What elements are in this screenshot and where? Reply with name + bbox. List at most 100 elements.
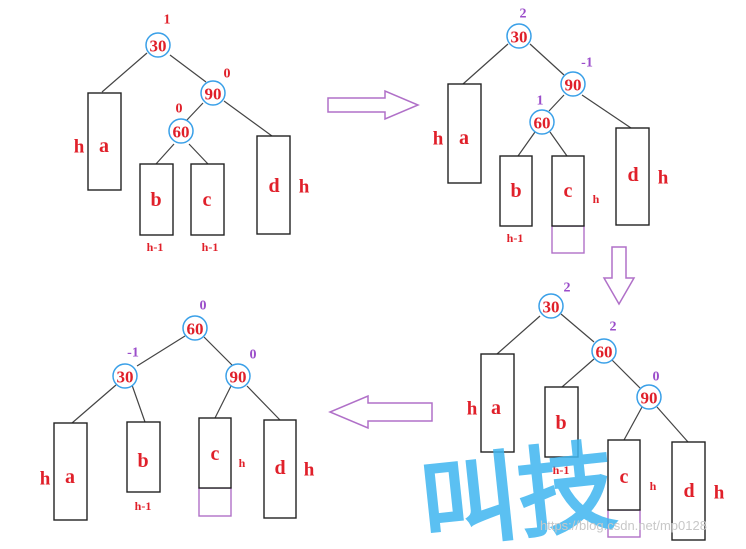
subtree-label: a — [65, 466, 75, 488]
subtree-label: b — [150, 189, 161, 211]
subtree-a — [87, 92, 122, 191]
node-key: 60 — [187, 320, 204, 339]
tree-4: a h b h-1 c h d h 60 0 30 -1 90 0 — [40, 299, 315, 521]
node-key: 30 — [150, 37, 167, 56]
balance-factor: 0 — [224, 67, 231, 82]
node-90 — [225, 363, 251, 389]
subtree-b — [544, 386, 579, 458]
edge — [131, 384, 146, 423]
edge — [223, 100, 273, 137]
node-key: 60 — [534, 114, 551, 133]
height-label: h — [239, 456, 246, 470]
node-30 — [538, 293, 564, 319]
edge — [214, 385, 232, 419]
tree-1: a h b h-1 c h-1 d h 30 1 90 0 60 0 — [74, 13, 310, 255]
edge — [549, 131, 568, 157]
node-90 — [200, 80, 226, 106]
edge — [462, 43, 509, 85]
node-30 — [112, 363, 138, 389]
edge — [246, 385, 281, 421]
height-label: h — [658, 168, 669, 189]
subtree-a — [53, 422, 88, 521]
node-key: 30 — [511, 28, 528, 47]
balance-factor: 0 — [176, 102, 183, 117]
subtree-label: c — [203, 189, 212, 211]
subtree-d — [671, 441, 706, 541]
height-label: h — [714, 483, 725, 504]
watermark: 叫技 https://blog.csdn.net/mp0128 — [415, 430, 707, 549]
subtree-b — [499, 155, 533, 227]
balance-factor: 2 — [564, 281, 571, 296]
edge — [101, 52, 148, 93]
edge — [611, 359, 642, 390]
subtree-label: d — [268, 175, 279, 197]
tree-3: a h b h-1 c h d h 30 2 60 2 90 0 — [467, 281, 725, 541]
subtree-label: c — [211, 443, 220, 465]
arrow-left — [328, 394, 433, 430]
balance-factor: 0 — [250, 348, 257, 363]
height-label: h-1 — [553, 463, 570, 477]
height-label: h — [593, 192, 600, 206]
subtree-c — [198, 417, 232, 489]
edge — [561, 358, 595, 388]
edge — [623, 406, 643, 441]
subtree-label: a — [491, 397, 501, 419]
edge — [496, 315, 541, 355]
subtree-label: b — [510, 180, 521, 202]
node-60 — [591, 338, 617, 364]
height-label: h-1 — [147, 240, 164, 254]
balance-factor: -1 — [127, 346, 139, 361]
subtree-label: a — [99, 135, 109, 157]
added-level — [551, 225, 585, 254]
height-label: h — [74, 137, 85, 158]
node-60 — [168, 118, 194, 144]
arrow-right — [327, 89, 420, 121]
edge — [656, 406, 689, 443]
subtree-b — [139, 163, 174, 236]
edge — [169, 54, 207, 83]
subtree-label: c — [564, 180, 573, 202]
arrow-down — [602, 246, 636, 306]
subtree-label: b — [555, 412, 566, 434]
subtree-c — [190, 163, 225, 236]
added-level — [198, 487, 232, 517]
height-label: h-1 — [135, 499, 152, 513]
subtree-label: a — [459, 127, 469, 149]
node-key: 90 — [565, 76, 582, 95]
subtree-d — [615, 127, 650, 226]
balance-factor: 1 — [537, 94, 544, 109]
subtree-b — [126, 421, 161, 493]
subtree-label: b — [137, 450, 148, 472]
subtree-c — [551, 155, 585, 227]
height-label: h — [299, 177, 310, 198]
node-key: 60 — [596, 343, 613, 362]
tree-2: a h b h-1 c h d h 30 2 90 -1 60 1 — [433, 7, 669, 254]
subtree-label: d — [683, 480, 694, 502]
edge — [548, 94, 565, 112]
node-60 — [529, 109, 555, 135]
subtree-label: d — [627, 164, 638, 186]
height-label: h — [650, 479, 657, 493]
balance-factor: 2 — [610, 320, 617, 335]
node-key: 90 — [205, 85, 222, 104]
subtree-c — [607, 439, 641, 511]
balance-factor: 1 — [164, 13, 171, 28]
node-key: 90 — [641, 389, 658, 408]
edge — [517, 131, 536, 157]
height-label: h — [40, 469, 51, 490]
height-label: h-1 — [507, 231, 524, 245]
node-60 — [182, 315, 208, 341]
node-90 — [560, 71, 586, 97]
height-label: h — [433, 129, 444, 150]
subtree-label: d — [274, 457, 285, 479]
height-label: h-1 — [202, 240, 219, 254]
edge — [188, 143, 209, 165]
balance-factor: 0 — [200, 299, 207, 314]
balance-factor: 2 — [520, 7, 527, 22]
edge — [155, 143, 175, 165]
added-level — [607, 509, 641, 538]
edge — [529, 43, 565, 76]
node-key: 90 — [230, 368, 247, 387]
